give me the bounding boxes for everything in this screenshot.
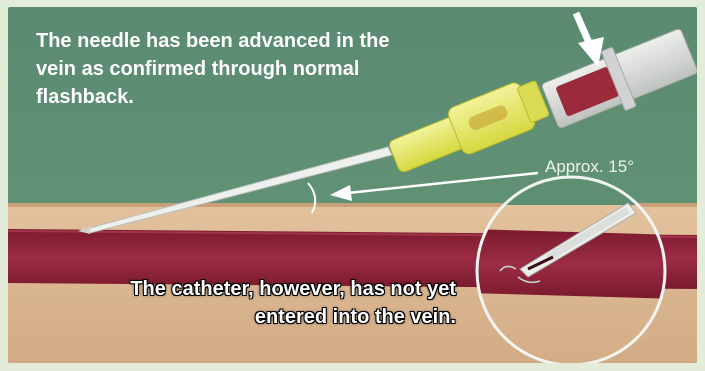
caption-needle-advanced: The needle has been advanced in the vein… <box>36 27 416 111</box>
illustration-panel: The needle has been advanced in the vein… <box>8 7 697 363</box>
caption-catheter-not-in-vein: The catheter, however, has not yet enter… <box>68 275 456 331</box>
angle-label: Approx. 15° <box>545 157 634 177</box>
